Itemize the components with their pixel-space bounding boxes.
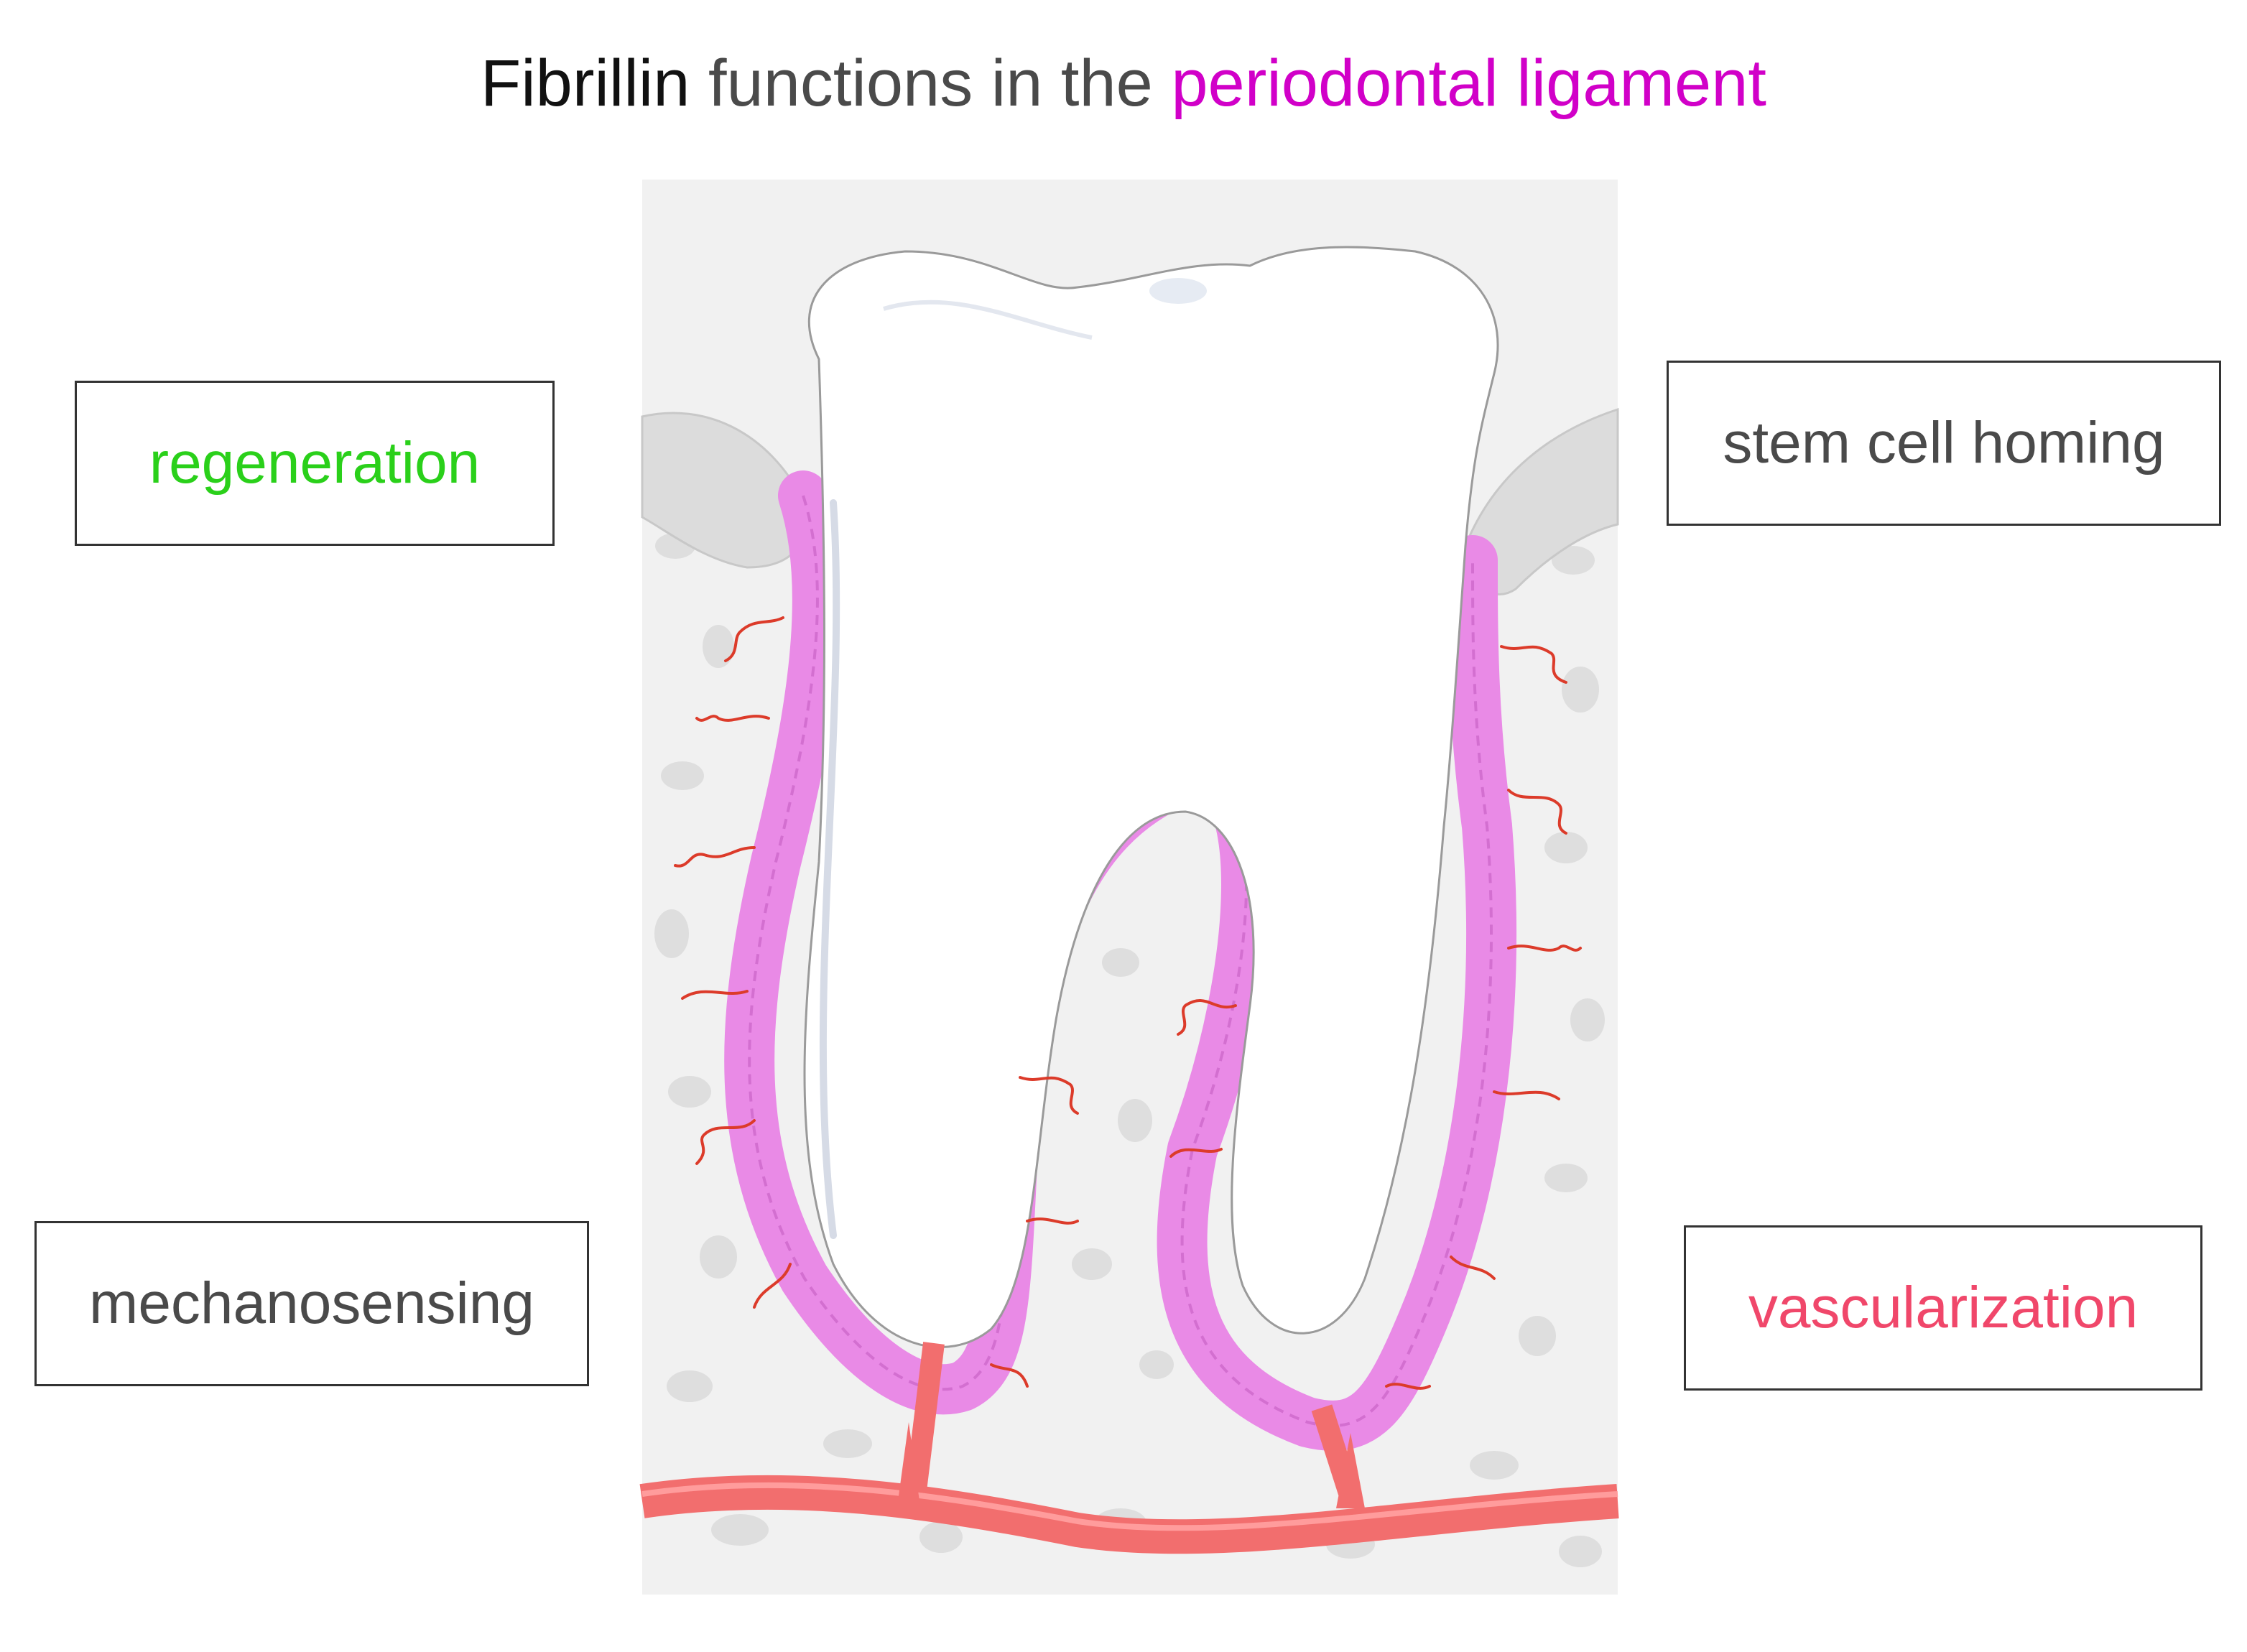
tooth-enamel-shine — [883, 300, 1093, 340]
capillaries — [674, 616, 1582, 1390]
title-fibrillin: Fibrillin — [481, 47, 690, 120]
diagram-title: Fibrillin functions in the periodontal l… — [0, 40, 2247, 126]
tooth-root-outline — [819, 499, 840, 1239]
label-regeneration: regeneration — [75, 381, 555, 546]
label-stem-cell-homing: stem cell homing — [1667, 361, 2221, 526]
label-vascularization: vascularization — [1684, 1225, 2202, 1391]
bone-cavities — [654, 533, 1605, 1567]
label-mechanosensing: mechanosensing — [34, 1221, 589, 1386]
enamel-highlight — [1149, 278, 1207, 304]
title-periodontal-ligament: periodontal ligament — [1171, 47, 1766, 120]
title-middle: functions in the — [690, 47, 1172, 120]
blood-vessel — [639, 1342, 1619, 1554]
tooth — [803, 246, 1499, 1349]
